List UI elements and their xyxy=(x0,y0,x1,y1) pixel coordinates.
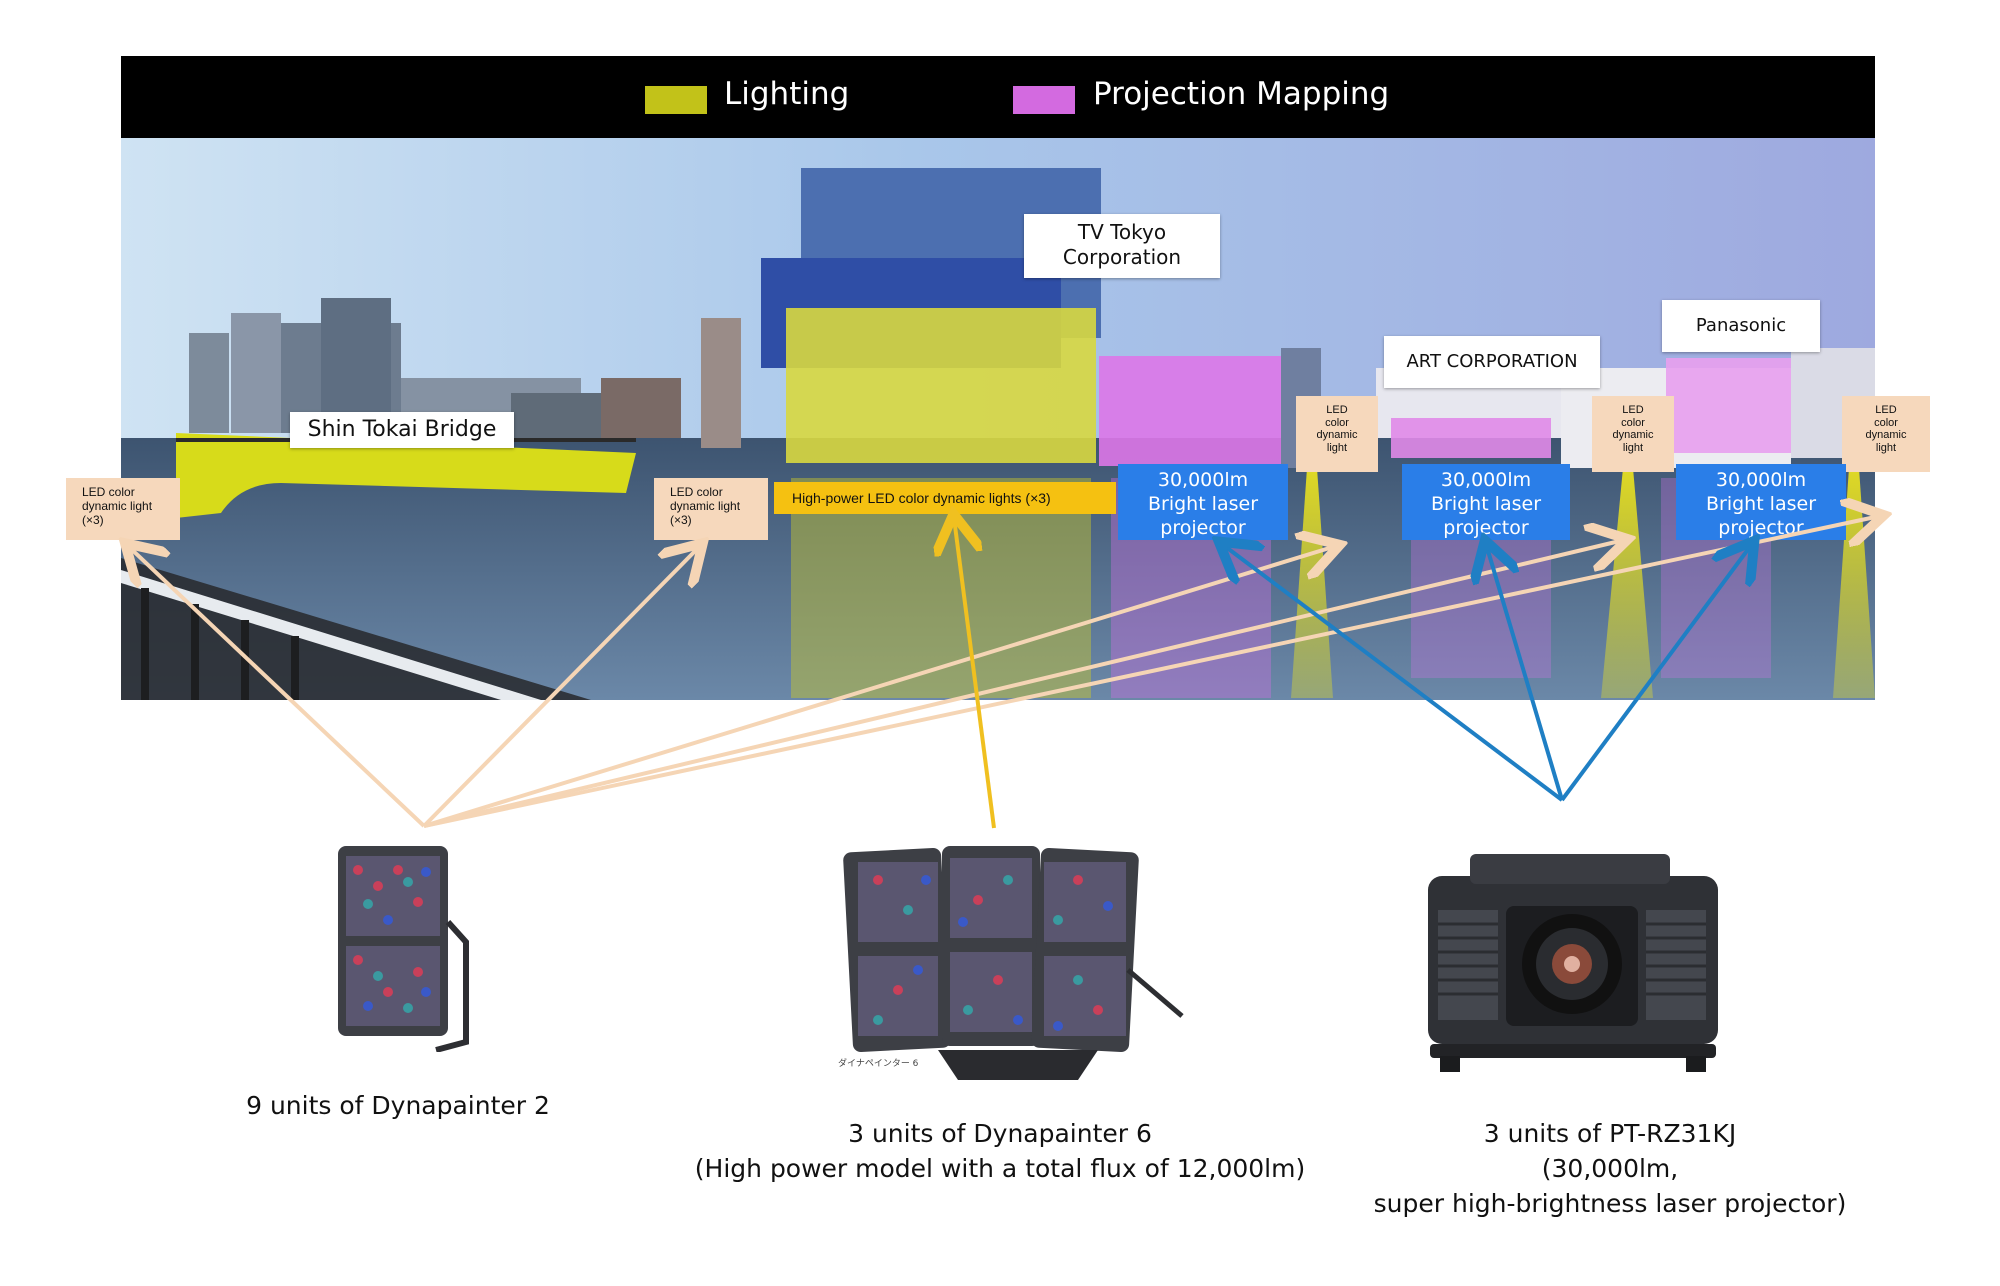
label-led-small-2: LED color dynamic light xyxy=(1592,396,1674,472)
label-panasonic: Panasonic xyxy=(1662,300,1820,352)
label-projector-1: 30,000lm Bright laser projector xyxy=(1118,464,1288,540)
projector-caption: 3 units of PT-RZ31KJ (30,000lm, super hi… xyxy=(1373,1119,1847,1218)
label-led-middle: LED color dynamic light (×3) xyxy=(654,478,768,540)
arrow-projector-3 xyxy=(1560,544,1752,802)
projection-swatch xyxy=(1013,86,1075,114)
label-led-small-1: LED color dynamic light xyxy=(1296,396,1378,472)
arrow-led-small-3 xyxy=(423,516,1880,828)
projector-arrows xyxy=(1222,544,1752,802)
arrow-projector-1 xyxy=(1222,544,1564,802)
arrow-led-small-2 xyxy=(423,540,1624,828)
projection-legend-label: Projection Mapping xyxy=(1093,76,1390,112)
label-tv-tokyo: TV Tokyo Corporation xyxy=(1024,214,1220,278)
dynapainter2-image xyxy=(338,846,469,1052)
lighting-legend-label: Lighting xyxy=(724,76,850,112)
arrow-led-small-1 xyxy=(423,546,1336,828)
legend-bar: Lighting Projection Mapping xyxy=(121,56,1875,138)
arrow-led-middle xyxy=(422,546,700,828)
dynapainter2-caption: 9 units of Dynapainter 2 xyxy=(246,1091,550,1120)
label-led-left: LED color dynamic light (×3) xyxy=(66,478,180,540)
dynapainter6-small-text: ダイナペインター 6 xyxy=(838,1057,919,1069)
label-projector-3: 30,000lm Bright laser projector xyxy=(1676,464,1846,540)
label-led-small-3: LED color dynamic light xyxy=(1842,396,1930,472)
arrow-projector-2 xyxy=(1486,544,1564,801)
dynapainter6-image: ダイナペインター 6 xyxy=(838,846,1184,1080)
label-projector-2: 30,000lm Bright laser projector xyxy=(1402,464,1570,540)
arrow-led-left xyxy=(128,546,426,828)
projector-image xyxy=(1428,854,1718,1072)
label-art-corporation: ART CORPORATION xyxy=(1384,336,1600,388)
dynapainter6-caption: 3 units of Dynapainter 6 (High power mod… xyxy=(694,1119,1306,1183)
label-shin-tokai-bridge: Shin Tokai Bridge xyxy=(290,412,514,448)
led-arrows xyxy=(128,516,1880,828)
lighting-swatch xyxy=(645,86,707,114)
arrow-high-power xyxy=(954,518,996,829)
